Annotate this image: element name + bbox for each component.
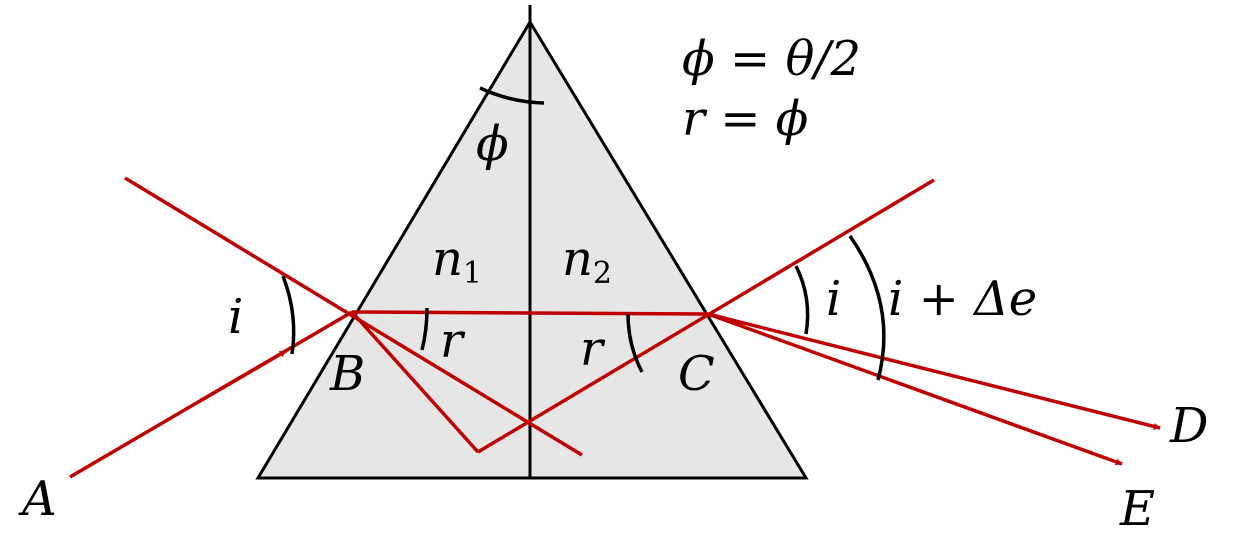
incident-ray-arrow	[199, 349, 287, 403]
angle-i-right-arc	[794, 265, 810, 335]
emergent-ray-e	[707, 312, 1123, 466]
angle-i-left-arc	[281, 275, 296, 355]
label-i-right: i	[826, 271, 841, 327]
angle-r-left-arc	[420, 307, 429, 351]
label-i-delta-e: i + Δe	[888, 271, 1037, 327]
normal-line-c	[477, 178, 935, 454]
label-n2-sub: 2	[593, 256, 612, 291]
label-r-left: r	[440, 313, 466, 369]
label-n1-base: n	[432, 231, 463, 287]
rays	[69, 176, 1161, 479]
label-point-b: B	[329, 346, 365, 402]
label-n2-base: n	[562, 231, 593, 287]
normal-line-b	[124, 176, 583, 457]
equation-r: r = ϕ	[682, 91, 808, 147]
label-point-d: D	[1169, 398, 1208, 454]
angle-r-right-arc	[626, 313, 644, 373]
label-r-right: r	[580, 321, 606, 377]
label-n2: n2	[562, 231, 612, 291]
prism	[255, 19, 809, 480]
apex-angle-arc	[479, 86, 545, 105]
label-n1: n1	[432, 231, 482, 291]
label-point-e: E	[1119, 481, 1155, 537]
label-point-c: C	[678, 346, 715, 402]
internal-ray	[351, 310, 709, 316]
angle-i-delta-arc	[848, 235, 886, 381]
label-point-a: A	[18, 471, 57, 527]
incident-ray-extension	[350, 310, 480, 454]
label-phi: ϕ	[476, 116, 509, 172]
equation-phi: ϕ = θ/2	[682, 31, 861, 87]
angle-arcs	[281, 235, 886, 381]
label-n1-sub: 1	[463, 256, 482, 291]
label-i-left: i	[228, 289, 243, 345]
emergent-ray-d	[707, 312, 1161, 430]
